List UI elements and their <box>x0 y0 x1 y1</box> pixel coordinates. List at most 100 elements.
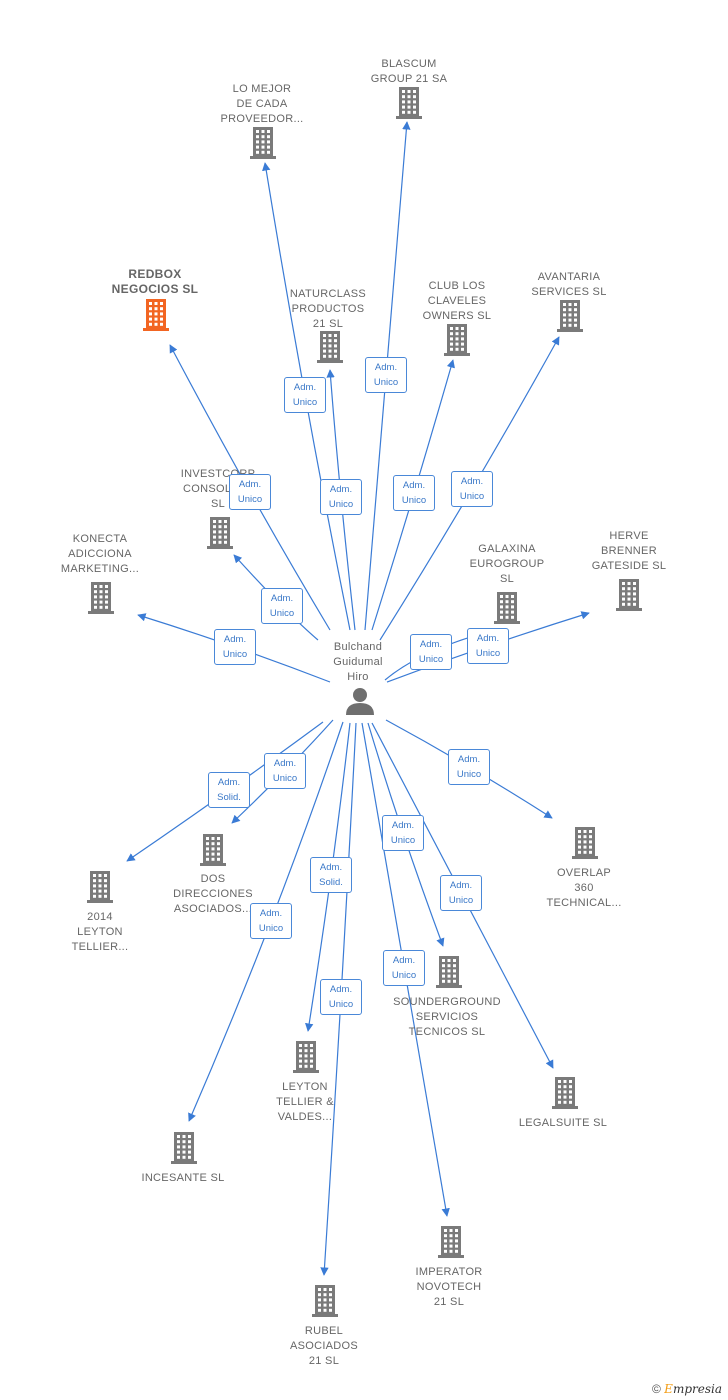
edge-label-blascum[interactable]: Adm.Unico <box>365 357 407 393</box>
node-label-line: TELLIER... <box>71 941 129 953</box>
edge-label-herve[interactable]: Adm.Unico <box>467 628 509 664</box>
edge-label-line: Adm. <box>374 362 398 373</box>
edge-label-line: Adm. <box>329 984 353 995</box>
node-label-line: TECNICOS SL <box>408 1026 486 1038</box>
brand-logo[interactable]: Empresia <box>664 1382 722 1396</box>
node-label-line: Hiro <box>347 671 369 683</box>
building-icon[interactable] <box>444 324 470 356</box>
building-icon[interactable] <box>557 300 583 332</box>
edge-label-line: Solid. <box>217 792 241 803</box>
node-label-line: REDBOX <box>128 267 182 281</box>
edge-label-line: Adm. <box>259 908 283 919</box>
edge-label-club-los-claveles[interactable]: Adm. Unico <box>393 475 435 511</box>
edge-label-sounderground[interactable]: Adm.Unico <box>382 815 424 851</box>
edge-label-line: Adm. <box>329 484 353 495</box>
node-label-line: NOVOTECH <box>416 1281 482 1293</box>
node-label-line: SERVICES SL <box>531 286 607 298</box>
building-icon[interactable] <box>88 582 114 614</box>
edge-label-leyton-valdes[interactable]: Adm.Solid. <box>310 857 352 893</box>
edge-label-line: Adm. <box>460 476 484 487</box>
node-label-line: VALDES... <box>277 1111 333 1123</box>
building-icon[interactable] <box>436 956 462 988</box>
node-label-line: KONECTA <box>72 533 128 545</box>
edge-label-imperator[interactable]: Adm.Unico <box>383 950 425 986</box>
building-icon[interactable] <box>171 1132 197 1164</box>
edge-label-incesante[interactable]: Adm. Unico <box>250 903 292 939</box>
edge-label-konecta[interactable]: Adm.Unico <box>214 629 256 665</box>
company-label-incesante[interactable]: INCESANTE SL <box>141 1171 224 1186</box>
node-label-line: CLUB LOS <box>428 280 486 292</box>
node-label-line: INCESANTE SL <box>141 1172 225 1184</box>
edge-label-line: Adm. <box>270 593 294 604</box>
person-icon[interactable] <box>346 688 374 715</box>
edge-label-line: Adm. <box>402 480 426 491</box>
building-icon[interactable] <box>494 592 520 624</box>
building-icon[interactable] <box>396 87 422 119</box>
node-label-line: BLASCUM <box>381 58 437 70</box>
copyright-symbol: © <box>651 1382 661 1396</box>
node-label-line: MARKETING... <box>60 563 140 575</box>
node-label-line: 360 <box>574 882 594 894</box>
edge-label-legalsuite[interactable]: Adm.Unico <box>440 875 482 911</box>
edge-label-galaxina[interactable]: Adm.Unico <box>410 634 452 670</box>
building-icon[interactable] <box>438 1226 464 1258</box>
building-icon[interactable] <box>552 1077 578 1109</box>
edge-label-line: Unico <box>418 654 444 665</box>
node-label-line: DIRECCIONES <box>173 888 253 900</box>
edge-label-lo-mejor[interactable]: Adm.Unico <box>284 377 326 413</box>
building-icon[interactable] <box>250 127 276 159</box>
edge-label-avantaria[interactable]: Adm.Unico <box>451 471 493 507</box>
node-label-line: IMPERATOR <box>415 1266 483 1278</box>
building-icon[interactable] <box>207 517 233 549</box>
node-label-line: SERVICIOS <box>415 1011 479 1023</box>
edge-label-line: Adm. <box>238 479 262 490</box>
building-icon[interactable] <box>143 299 169 331</box>
edge-label-line: Unico <box>401 495 427 506</box>
edge-label-leyton-2014[interactable]: Adm.Solid. <box>208 772 250 808</box>
edge-label-redbox[interactable]: Adm.Unico <box>229 474 271 510</box>
edge-label-line: Unico <box>328 499 354 510</box>
building-icon[interactable] <box>293 1041 319 1073</box>
edge-label-dos-direcciones[interactable]: Adm.Unico <box>264 753 306 789</box>
node-label-line: OVERLAP <box>556 867 612 879</box>
node-label-line: PROVEEDOR... <box>220 113 304 125</box>
brand-name: mpresia <box>672 1382 722 1396</box>
company-label-legalsuite[interactable]: LEGALSUITE SL <box>519 1116 607 1131</box>
node-label-line: SL <box>499 573 515 585</box>
brand-initial: E <box>664 1382 673 1396</box>
node-label-line: EUROGROUP <box>469 558 545 570</box>
node-label-line: PRODUCTOS <box>291 303 365 315</box>
node-label-line: TELLIER & <box>276 1096 334 1108</box>
node-label-line: NATURCLASS <box>289 288 367 300</box>
edge-label-rubel[interactable]: Adm.Unico <box>320 979 362 1015</box>
edge-label-investcorp[interactable]: Adm.Unico <box>261 588 303 624</box>
building-icon[interactable] <box>616 579 642 611</box>
building-icon[interactable] <box>317 331 343 363</box>
building-icon[interactable] <box>87 871 113 903</box>
edge-label-overlap[interactable]: Adm.Unico <box>448 749 490 785</box>
node-label-line: GATESIDE SL <box>591 560 667 572</box>
building-icon[interactable] <box>200 834 226 866</box>
building-icon[interactable] <box>312 1285 338 1317</box>
edge-label-line: Unico <box>258 923 284 934</box>
edge-label-naturclass[interactable]: Adm. Unico <box>320 479 362 515</box>
building-icon[interactable] <box>572 827 598 859</box>
